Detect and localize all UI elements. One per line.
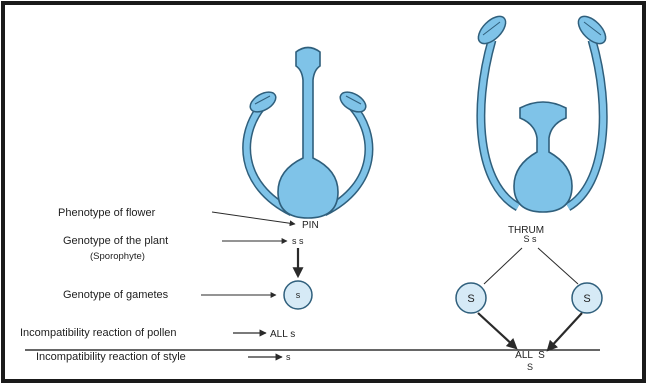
pin-genotype: s s [292, 236, 304, 246]
pin-flower [247, 48, 369, 219]
thrum-gamete-left-label: S [467, 293, 474, 305]
label-genotype-plant: Genotype of the plant [63, 235, 168, 247]
pointer-phenotype [212, 212, 295, 224]
thrum-style-reaction: S [527, 362, 533, 372]
pin-gamete-label: s [296, 290, 301, 300]
thrum-flower [474, 12, 611, 212]
thrum-pollen-reaction: ALL S [515, 350, 545, 361]
label-phenotype: Phenotype of flower [58, 207, 156, 219]
thrum-pistil [514, 102, 572, 212]
thrum-line-right [538, 248, 578, 284]
label-pollen-reaction: Incompatibility reaction of pollen [20, 327, 177, 339]
label-style-reaction: Incompatibility reaction of style [36, 351, 186, 363]
thrum-gamete-right-label: S [583, 293, 590, 305]
pin-pollen-reaction: ALL s [270, 329, 295, 340]
pin-pistil [278, 48, 338, 219]
thrum-arrow-left [478, 313, 516, 348]
thrum-line-left [484, 248, 522, 284]
pin-style-reaction: s [286, 352, 291, 362]
thrum-genotype: S s [523, 234, 537, 244]
label-genotype-gametes: Genotype of gametes [63, 289, 169, 301]
label-sporophyte: (Sporophyte) [90, 251, 145, 262]
pin-phenotype: PIN [302, 220, 319, 231]
thrum-arrow-right [548, 313, 582, 350]
